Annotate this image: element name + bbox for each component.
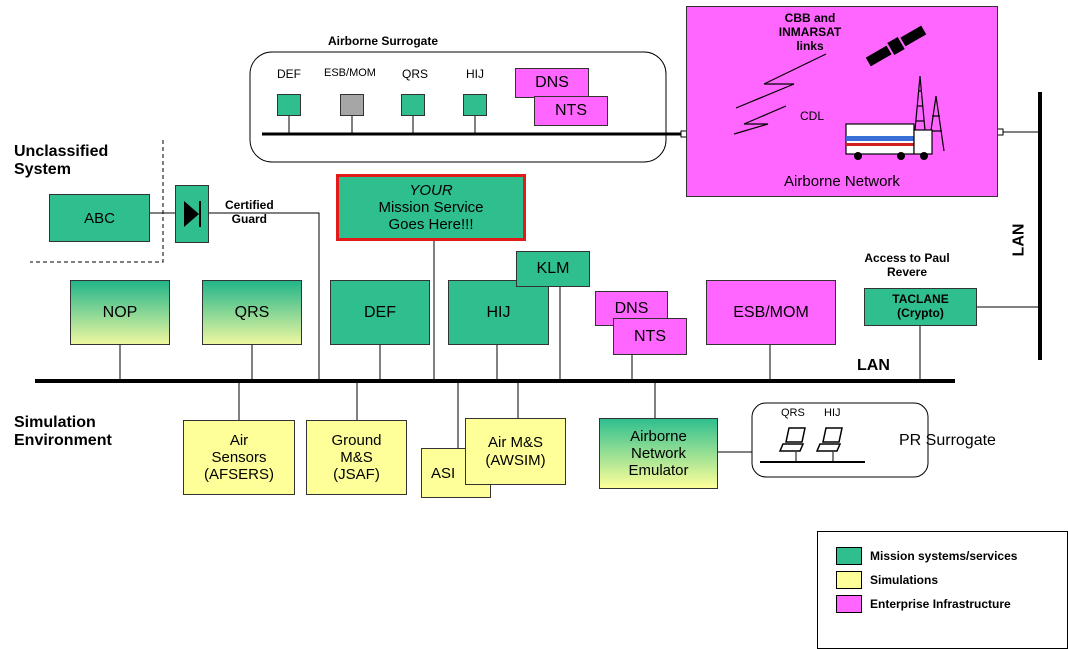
mission-service-text: Mission Service Goes Here!!! <box>378 199 483 234</box>
unclassified-system-title: Unclassified System <box>14 143 108 180</box>
surrogate-label-def: DEF <box>277 67 301 81</box>
surrogate-dns: DNS <box>515 68 589 98</box>
airborne-surrogate-title: Airborne Surrogate <box>328 34 438 48</box>
legend-item: Simulations <box>836 571 938 589</box>
access-paul-revere-label: Access to Paul Revere <box>852 252 962 280</box>
legend-swatch-enterprise <box>836 595 862 613</box>
surrogate-label-qrs: QRS <box>402 67 428 81</box>
surrogate-node-def <box>277 94 301 116</box>
truck-icon <box>846 124 932 160</box>
surrogate-label-esb: ESB/MOM <box>324 67 376 79</box>
guard-diode <box>175 185 209 243</box>
link-zigzag <box>734 106 786 134</box>
node-esb-mom: ESB/MOM <box>706 280 836 345</box>
your-mission-service: YOUR Mission Service Goes Here!!! <box>336 174 526 241</box>
link-zigzag <box>736 54 826 108</box>
legend-item: Enterprise Infrastructure <box>836 595 1011 613</box>
cbb-inmarsat-label: CBB and INMARSAT links <box>750 12 870 53</box>
node-nts: NTS <box>613 318 687 355</box>
air-ms-awsim: Air M&S (AWSIM) <box>465 418 566 485</box>
certified-guard-label: Certified Guard <box>225 199 274 227</box>
airborne-network-emulator: Airborne Network Emulator <box>599 418 718 489</box>
legend-label-enterprise: Enterprise Infrastructure <box>870 597 1011 611</box>
cdl-label: CDL <box>800 109 824 123</box>
node-qrs: QRS <box>202 280 302 345</box>
surrogate-label-hij: HIJ <box>466 67 484 81</box>
taclane-crypto: TACLANE (Crypto) <box>864 288 977 326</box>
satellite-icon <box>865 24 927 68</box>
surrogate-node-hij <box>463 94 487 116</box>
pr-label-hij: HIJ <box>824 407 841 419</box>
legend: Mission systems/services Simulations Ent… <box>817 531 1068 649</box>
surrogate-node-esb <box>340 94 364 116</box>
node-nop: NOP <box>70 280 170 345</box>
node-hij: HIJ <box>448 280 549 345</box>
pr-label-qrs: QRS <box>781 407 805 419</box>
lan-label: LAN <box>857 357 890 375</box>
lan-vertical-label: LAN <box>1010 224 1028 257</box>
legend-label-mission: Mission systems/services <box>870 549 1017 563</box>
pr-surrogate-title: PR Surrogate <box>899 432 996 450</box>
node-klm: KLM <box>516 251 590 287</box>
legend-label-simulation: Simulations <box>870 573 938 587</box>
ground-ms: Ground M&S (JSAF) <box>306 420 407 495</box>
surrogate-nts: NTS <box>534 96 608 126</box>
legend-item: Mission systems/services <box>836 547 1017 565</box>
simulation-environment-title: Simulation Environment <box>14 414 112 451</box>
abc-node: ABC <box>49 194 150 242</box>
legend-swatch-simulation <box>836 571 862 589</box>
surrogate-node-qrs <box>401 94 425 116</box>
air-sensors: Air Sensors (AFSERS) <box>183 420 295 495</box>
node-def: DEF <box>330 280 430 345</box>
legend-swatch-mission <box>836 547 862 565</box>
mission-your-label: YOUR <box>409 182 452 199</box>
